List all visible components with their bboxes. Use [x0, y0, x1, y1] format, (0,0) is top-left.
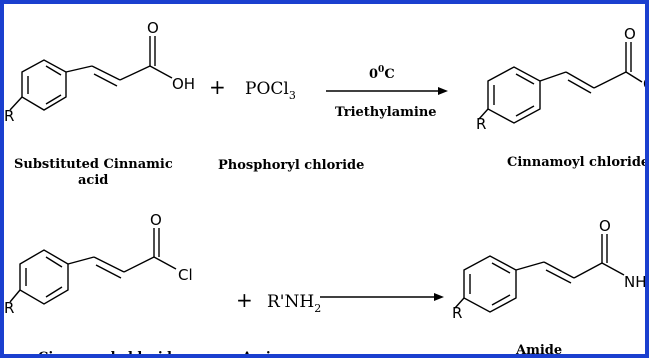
reagent-pocl3: POCl3: [245, 79, 296, 102]
amide-nhr: NHR: [624, 273, 649, 291]
benzene-ring: [463, 255, 517, 313]
amide-oxygen: O: [599, 217, 611, 235]
product1-chlorine-partial: C: [643, 75, 649, 93]
reagent-amine: R'NH2: [267, 292, 321, 315]
benzene-ring: [487, 66, 541, 124]
cinnamic-acid-structure: [9, 36, 173, 111]
reaction-scheme: O OH R + POCl3 00C Triethylamine O C R S…: [4, 19, 649, 358]
plus-sign-1: +: [209, 75, 226, 99]
reactant2-substituent-r: R: [4, 299, 14, 317]
label-cinnamoyl-chloride-2: Cinnamoyl chloride: [38, 350, 180, 358]
label-cinnamoyl-chloride: Cinnamoyl chloride: [507, 155, 649, 170]
condition-temperature: 00C: [369, 65, 395, 82]
benzene-ring: [19, 249, 69, 305]
amide-structure: [454, 234, 625, 313]
reaction-arrow-2: [320, 293, 444, 301]
reactant2-chlorine: Cl: [178, 266, 193, 284]
product1-oxygen: O: [624, 25, 636, 43]
condition-triethylamine: Triethylamine: [335, 105, 437, 120]
label-substituted-cinnamic-acid: Substituted Cinnamic: [14, 157, 173, 172]
reactant1-oxygen: O: [147, 19, 159, 37]
plus-sign-2: +: [236, 288, 253, 312]
cinnamoyl-chloride-reactant-structure: [9, 228, 177, 305]
reactant1-substituent-r: R: [4, 107, 14, 125]
reactant2-oxygen: O: [150, 211, 162, 229]
label-amide: Amide: [515, 343, 562, 358]
product2-substituent-r: R: [452, 304, 462, 322]
cinnamoyl-chloride-structure: [478, 42, 643, 124]
reactant1-hydroxyl: OH: [172, 75, 195, 93]
label-phosphoryl-chloride: Phosphoryl chloride: [218, 158, 364, 173]
reaction-arrow-1: [326, 87, 448, 95]
product1-substituent-r: R: [476, 115, 486, 133]
label-amine: Amine: [241, 350, 289, 358]
label-substituted-cinnamic-acid-2: acid: [78, 173, 108, 188]
